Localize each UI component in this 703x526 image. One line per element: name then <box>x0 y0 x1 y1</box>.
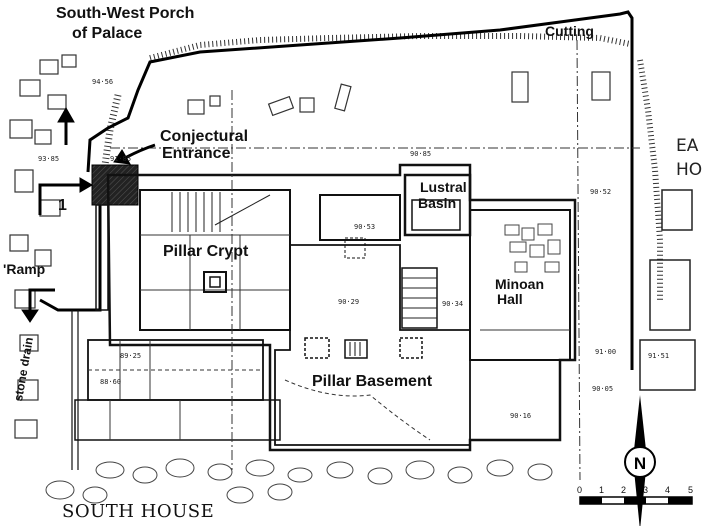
north-compass: N <box>624 395 656 526</box>
central-room <box>319 194 401 241</box>
elevation-marker: 91·51 <box>648 352 670 360</box>
elevation-marker: 90·16 <box>510 412 532 420</box>
scale-tick-0: 0 <box>577 485 583 495</box>
elevation-marker: 91·00 <box>595 348 617 356</box>
south-rubble <box>45 458 553 504</box>
minoan-hall-room <box>469 209 571 361</box>
basement-pillar-1 <box>304 337 330 359</box>
elevation-marker: 90·85 <box>410 150 432 158</box>
elevation-marker: 89·25 <box>120 352 142 360</box>
label-sw-porch-line2: of Palace <box>72 25 143 42</box>
label-minoan-line2: Hall <box>497 291 523 307</box>
route-line-ramp <box>39 172 102 312</box>
crypt-pillar <box>203 271 227 293</box>
route-line <box>86 10 634 370</box>
scale-tick-5: 5 <box>688 485 694 495</box>
scale-tick-4: 4 <box>665 485 671 495</box>
north-stones <box>187 71 611 117</box>
elevation-marker: 90·53 <box>354 223 376 231</box>
label-minoan-line1: Minoan <box>495 276 544 292</box>
elevation-marker: 94·56 <box>92 78 114 86</box>
crypt-staircase <box>171 192 271 232</box>
minoan-hall-rubble <box>504 223 561 273</box>
label-cutting: Cutting <box>545 23 594 39</box>
lustral-basin-room <box>403 173 472 237</box>
west-wall <box>95 204 109 311</box>
main-outer-wall <box>106 163 577 452</box>
label-ramp: 'Ramp <box>3 261 46 277</box>
elevation-marker: 90·34 <box>442 300 464 308</box>
label-conjectural-line1: Conjectural <box>160 128 249 145</box>
elevation-marker: 91·85 <box>110 155 132 163</box>
pillar-crypt-room <box>139 189 291 331</box>
elevation-marker: 90·05 <box>592 385 614 393</box>
scale-bar <box>579 496 693 505</box>
pillar-basement-walls <box>274 244 471 446</box>
label-pillar-crypt: Pillar Crypt <box>163 243 249 260</box>
label-marker-one: 1 <box>58 197 67 214</box>
label-lustral-line1: Lustral <box>420 179 467 195</box>
route-arrows <box>21 106 156 323</box>
label-lustral-line2: Basin <box>418 195 457 211</box>
elevation-marker: 88·60 <box>100 378 122 386</box>
label-pillar-basement: Pillar Basement <box>312 373 433 390</box>
elevation-marker: 90·29 <box>338 298 360 306</box>
elevation-marker: 93·85 <box>38 155 60 163</box>
label-east-house-line2: HO <box>676 160 703 180</box>
central-staircase <box>401 267 438 329</box>
elevation-marker: 90·52 <box>590 188 612 196</box>
label-sw-porch-line1: South-West Porch <box>56 5 195 22</box>
basement-pillar-3 <box>399 337 423 359</box>
scale-tick-1: 1 <box>599 485 605 495</box>
label-conjectural-line2: Entrance <box>162 145 231 162</box>
east-house-walls <box>639 189 696 391</box>
label-east-house-line1: EA <box>676 136 699 156</box>
compass-north-letter: N <box>634 454 646 473</box>
scale-tick-2: 2 <box>621 485 627 495</box>
conjectural-entrance-block <box>91 164 139 206</box>
scale-tick-3: 3 <box>643 485 649 495</box>
basement-pillar-2 <box>344 339 368 359</box>
label-south-house: SOUTH HOUSE <box>62 501 215 522</box>
